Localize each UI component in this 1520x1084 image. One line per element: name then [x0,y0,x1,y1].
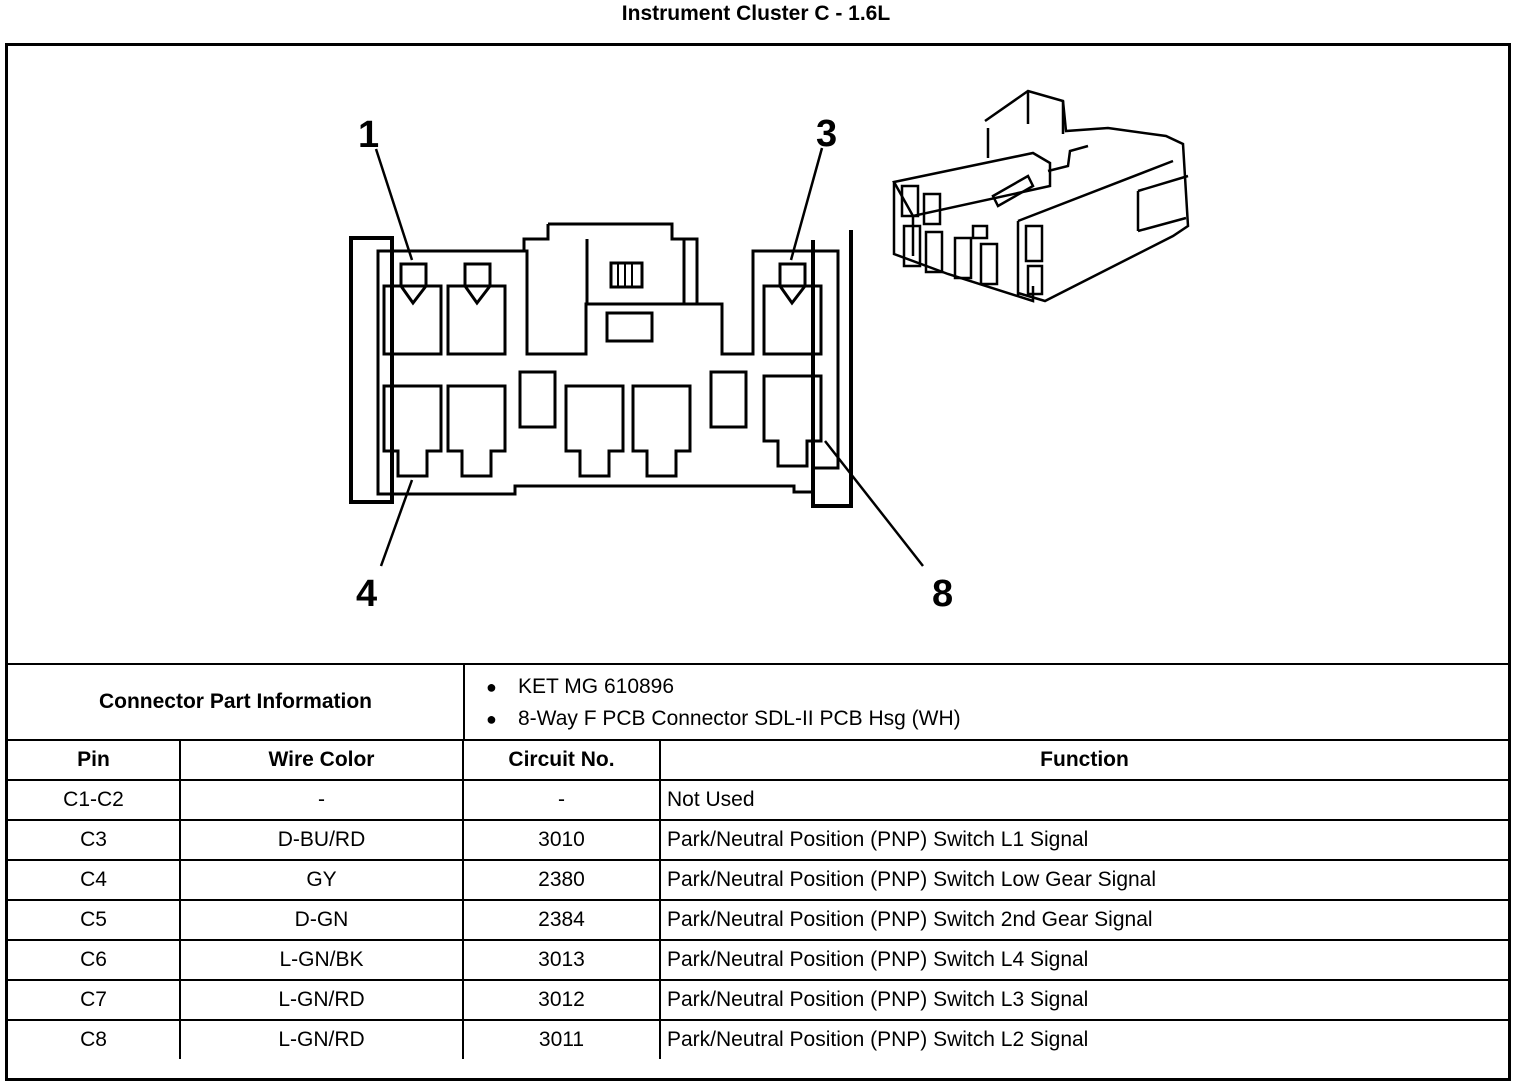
cell-circuit-no: 3013 [462,939,661,981]
table-row: C8 L-GN/RD 3011 Park/Neutral Position (P… [8,1019,1508,1059]
cell-circuit-no: - [462,779,661,821]
table-row: C7 L-GN/RD 3012 Park/Neutral Position (P… [8,979,1508,1021]
table-row: C4 GY 2380 Park/Neutral Position (PNP) S… [8,859,1508,901]
connector-info-item: 8-Way F PCB Connector SDL-II PCB Hsg (WH… [486,703,961,735]
cell-function: Park/Neutral Position (PNP) Switch L4 Si… [659,939,1508,981]
cell-function: Park/Neutral Position (PNP) Switch L3 Si… [659,979,1508,1021]
connector-info-item: KET MG 610896 [486,671,961,703]
cell-pin: C5 [8,899,181,941]
cell-wire-color: D-BU/RD [179,819,464,861]
cell-wire-color: GY [179,859,464,901]
table-row: C5 D-GN 2384 Park/Neutral Position (PNP)… [8,899,1508,941]
page-title: Instrument Cluster C - 1.6L [621,2,891,25]
connector-info-label: Connector Part Information [8,665,465,739]
cell-wire-color: D-GN [179,899,464,941]
column-header-circuit-no: Circuit No. [462,739,661,781]
connector-diagram: 1 3 4 8 [349,89,1190,615]
cell-function: Park/Neutral Position (PNP) Switch Low G… [659,859,1508,901]
connector-info-list: KET MG 610896 8-Way F PCB Connector SDL-… [486,671,961,735]
cell-circuit-no: 3012 [462,979,661,1021]
callout-pin-3: 3 [816,113,837,155]
callout-pin-4: 4 [356,573,377,615]
connector-part-information: Connector Part Information KET MG 610896… [8,663,1508,741]
pinout-table: Pin Wire Color Circuit No. Function C1-C… [8,739,1508,1059]
callout-pin-1: 1 [358,114,379,156]
cell-pin: C6 [8,939,181,981]
cell-function: Park/Neutral Position (PNP) Switch L1 Si… [659,819,1508,861]
cell-circuit-no: 3011 [462,1019,661,1059]
cell-function: Park/Neutral Position (PNP) Switch L2 Si… [659,1019,1508,1059]
cell-wire-color: L-GN/RD [179,1019,464,1059]
table-row: C1-C2 - - Not Used [8,779,1508,821]
cell-function: Not Used [659,779,1508,821]
cell-circuit-no: 3010 [462,819,661,861]
cell-wire-color: L-GN/BK [179,939,464,981]
connector-face [349,222,853,508]
table-row: C3 D-BU/RD 3010 Park/Neutral Position (P… [8,819,1508,861]
cell-wire-color: L-GN/RD [179,979,464,1021]
cell-circuit-no: 2380 [462,859,661,901]
cell-wire-color: - [179,779,464,821]
cell-pin: C1-C2 [8,779,181,821]
connector-frame: 1 3 4 8 Connector Part In [5,43,1511,1081]
cell-pin: C3 [8,819,181,861]
cell-pin: C4 [8,859,181,901]
cell-pin: C8 [8,1019,181,1059]
cell-pin: C7 [8,979,181,1021]
column-header-function: Function [659,739,1508,781]
column-header-pin: Pin [8,739,181,781]
cell-function: Park/Neutral Position (PNP) Switch 2nd G… [659,899,1508,941]
connector-isometric-view [892,89,1190,303]
cell-circuit-no: 2384 [462,899,661,941]
callout-leaders [374,147,924,567]
callout-pin-8: 8 [932,573,953,615]
column-header-wire-color: Wire Color [179,739,464,781]
table-header-row: Pin Wire Color Circuit No. Function [8,739,1508,781]
table-row: C6 L-GN/BK 3013 Park/Neutral Position (P… [8,939,1508,981]
